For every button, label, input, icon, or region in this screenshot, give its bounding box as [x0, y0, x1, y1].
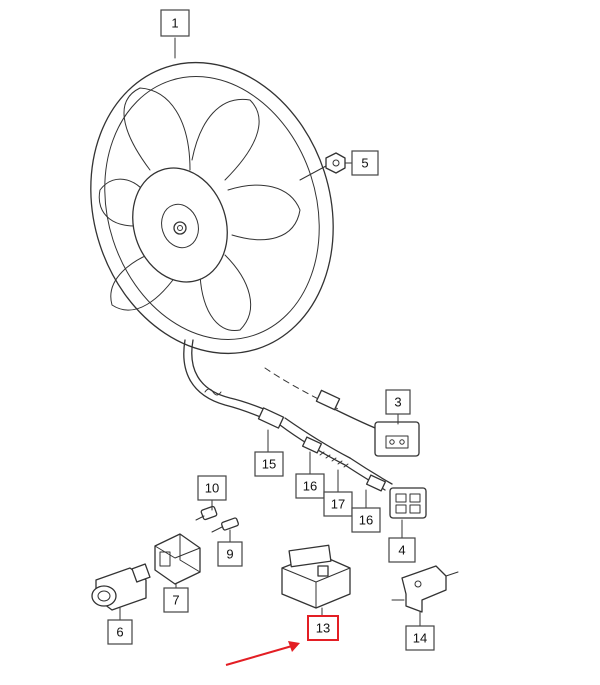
- pin-9: [211, 517, 239, 533]
- callout-1: 1: [171, 16, 178, 31]
- callout-13: 13: [316, 621, 330, 636]
- callout-box-1: [160, 9, 190, 37]
- callout-box-5: [351, 150, 379, 176]
- callout-box-16b: [351, 507, 381, 533]
- callout-3: 3: [394, 395, 401, 410]
- connector-housing-7: [154, 533, 201, 585]
- callout-16a: 16: [303, 479, 317, 494]
- callout-15: 15: [262, 457, 276, 472]
- callout-14: 14: [413, 631, 427, 646]
- callout-box-3: [385, 389, 411, 415]
- callout-box-6: [107, 619, 133, 645]
- plug-10: [195, 505, 218, 521]
- callout-box-13-highlighted: [307, 615, 339, 641]
- callout-box-14: [405, 625, 435, 651]
- red-arrow-icon: [225, 641, 300, 666]
- callout-box-15: [254, 451, 284, 477]
- thermo-switch-6: [91, 563, 151, 611]
- callout-6: 6: [116, 625, 123, 640]
- callout-10: 10: [205, 481, 219, 496]
- callout-17: 17: [331, 497, 345, 512]
- control-unit-13: [281, 544, 351, 609]
- callout-box-7: [163, 587, 189, 613]
- callout-9: 9: [226, 547, 233, 562]
- callout-box-4: [388, 537, 416, 563]
- nut: [299, 152, 353, 181]
- bracket-14: [391, 565, 459, 613]
- callout-5: 5: [361, 156, 368, 171]
- wiring-harness: [183, 339, 427, 519]
- callout-box-9: [217, 541, 243, 567]
- callout-box-17: [323, 491, 353, 517]
- callout-box-10: [197, 475, 227, 501]
- callout-7: 7: [172, 593, 179, 608]
- callout-16b: 16: [359, 513, 373, 528]
- radiator-fan: [90, 61, 334, 355]
- callout-box-16a: [295, 473, 325, 499]
- callout-4: 4: [398, 543, 405, 558]
